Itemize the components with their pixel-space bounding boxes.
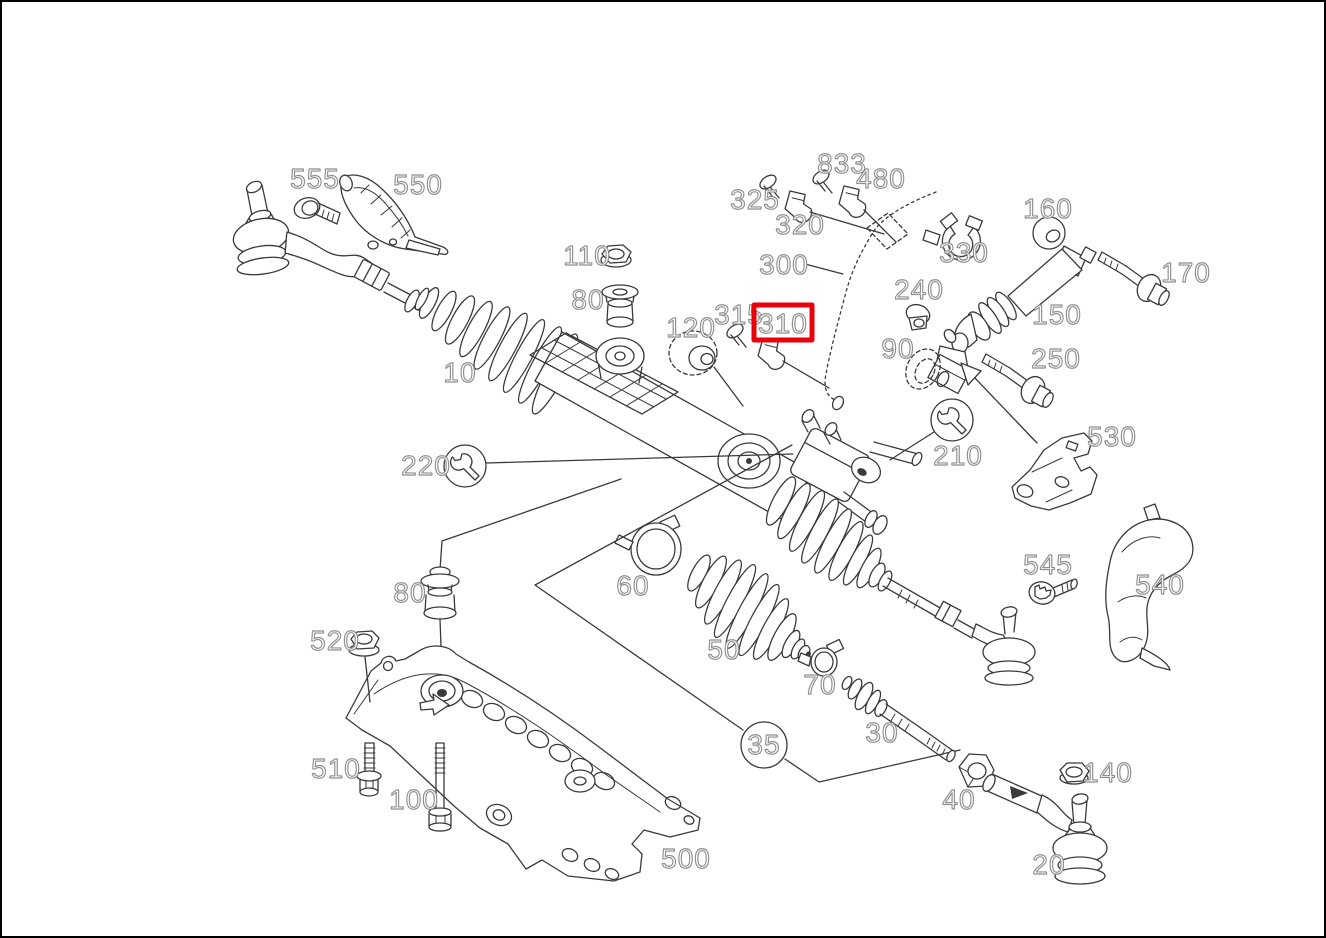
bolt-545 [1028,578,1078,605]
coupling-direction-arrow [960,362,1038,444]
nut-520 [348,630,380,703]
tie-rod-end-left [232,180,431,315]
part-label-250[interactable]: 250 [1031,342,1081,374]
part-label-520[interactable]: 520 [310,624,360,656]
steering-coupling-150 [927,245,1097,395]
tie-rod-right [882,577,1036,686]
nut-140 [1059,762,1090,785]
seal-ring-90 [905,348,941,390]
clamp-bracket [339,174,449,256]
part-label-40[interactable]: 40 [942,783,975,815]
part-label-90[interactable]: 90 [881,332,914,364]
arrow-icon [419,693,450,716]
grommet-160 [1032,216,1066,250]
part-label-330[interactable]: 330 [939,236,989,268]
part-label-120[interactable]: 120 [666,311,716,343]
plug-set-325-320 [759,174,885,235]
rack-housing [529,331,813,522]
part-label-140[interactable]: 140 [1083,756,1133,788]
part-label-500[interactable]: 500 [661,842,711,874]
leader-line-480 [863,209,897,243]
part-label-100[interactable]: 100 [389,783,439,815]
leader-line-320 [809,211,885,235]
section-callout-35[interactable]: 35 [534,444,961,783]
part-label-35: 35 [747,729,780,760]
boot-clamp-70 [797,638,845,677]
part-label-240[interactable]: 240 [894,273,944,305]
bracket-530 [1011,432,1098,511]
wrench-icon [937,407,967,435]
plug-set-315-310 [726,323,830,389]
part-label-833[interactable]: 833 [817,147,867,179]
subframe-500 [345,645,701,882]
part-label-555[interactable]: 555 [290,162,340,194]
plug-set-833-480 [812,169,897,243]
part-label-110[interactable]: 110 [563,239,611,271]
part-label-510[interactable]: 510 [311,752,361,784]
wrench-callout-210[interactable] [889,398,974,461]
bolt-250 [981,353,1054,408]
inner-tie-rod-30 [841,675,956,763]
part-label-160[interactable]: 160 [1023,192,1073,224]
leader-line-80 [439,478,622,571]
mount-bushing-80-upper [601,284,639,328]
part-label-30[interactable]: 30 [865,716,898,748]
part-label-10[interactable]: 10 [443,356,476,388]
section-lines [534,444,961,783]
part-label-150[interactable]: 150 [1032,298,1082,330]
leader-line-310 [782,360,830,389]
highlight-box-310 [751,302,815,343]
part-label-60[interactable]: 60 [616,569,649,601]
wrench-icon [450,453,480,481]
valve-housing [790,395,923,535]
part-label-530[interactable]: 530 [1087,420,1137,452]
part-label-545[interactable]: 545 [1023,548,1073,580]
arrow-icon [960,362,982,386]
leader-line-210 [889,431,935,461]
grommet-120 [668,330,744,407]
boot-50 [687,554,811,662]
part-label-320[interactable]: 320 [775,208,825,240]
part-label-210[interactable]: 210 [933,439,983,471]
nut-240 [905,303,931,331]
clamp-330 [922,212,984,261]
leader-line-120 [713,366,744,407]
bracket-bolt [293,197,341,225]
part-label-325[interactable]: 325 [730,183,780,215]
hose-routing-300 [804,191,937,401]
part-label-540[interactable]: 540 [1135,568,1185,600]
part-label-220[interactable]: 220 [401,449,451,481]
part-label-70[interactable]: 70 [803,668,836,700]
rack-boot-right [765,476,893,592]
bolt-170 [1097,251,1170,306]
part-label-550[interactable]: 550 [393,168,443,200]
part-label-310[interactable]: 310 [758,307,808,339]
leader-line-220 [485,453,794,464]
steering-rack-assembly [232,180,1036,686]
leader-line-520 [364,656,371,703]
part-label-170[interactable]: 170 [1161,256,1211,288]
heat-shield-540 [1105,503,1194,671]
part-label-480[interactable]: 480 [856,162,906,194]
wrench-callout-220[interactable] [443,444,794,488]
bolt-100 [428,742,452,832]
tie-rod-end-20 [982,773,1108,885]
part-label-50[interactable]: 50 [707,633,740,665]
mount-bushing-80-lower [420,478,622,675]
part-label-300[interactable]: 300 [759,248,809,280]
part-labels: 555 550 110 80 120 10 220 80 520 510 100… [290,147,1211,880]
part-label-80-lower[interactable]: 80 [393,576,426,608]
bolt-510 [356,742,382,797]
arrow-icon [1010,786,1028,799]
part-label-80-upper[interactable]: 80 [571,283,604,315]
mount-nut-110 [600,244,632,268]
part-label-20[interactable]: 20 [1032,848,1065,880]
leader-line-300 [804,263,844,275]
